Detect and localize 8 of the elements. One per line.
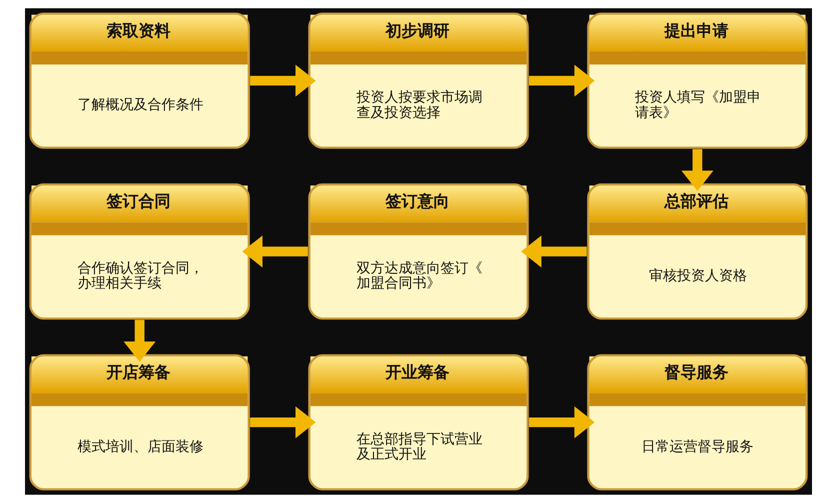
arrow	[521, 236, 587, 268]
arrow	[528, 64, 595, 97]
arrow	[528, 406, 595, 438]
arrow	[250, 64, 316, 97]
arrow	[681, 149, 714, 191]
arrow	[242, 236, 308, 268]
arrow	[250, 406, 316, 438]
arrow	[124, 320, 156, 362]
